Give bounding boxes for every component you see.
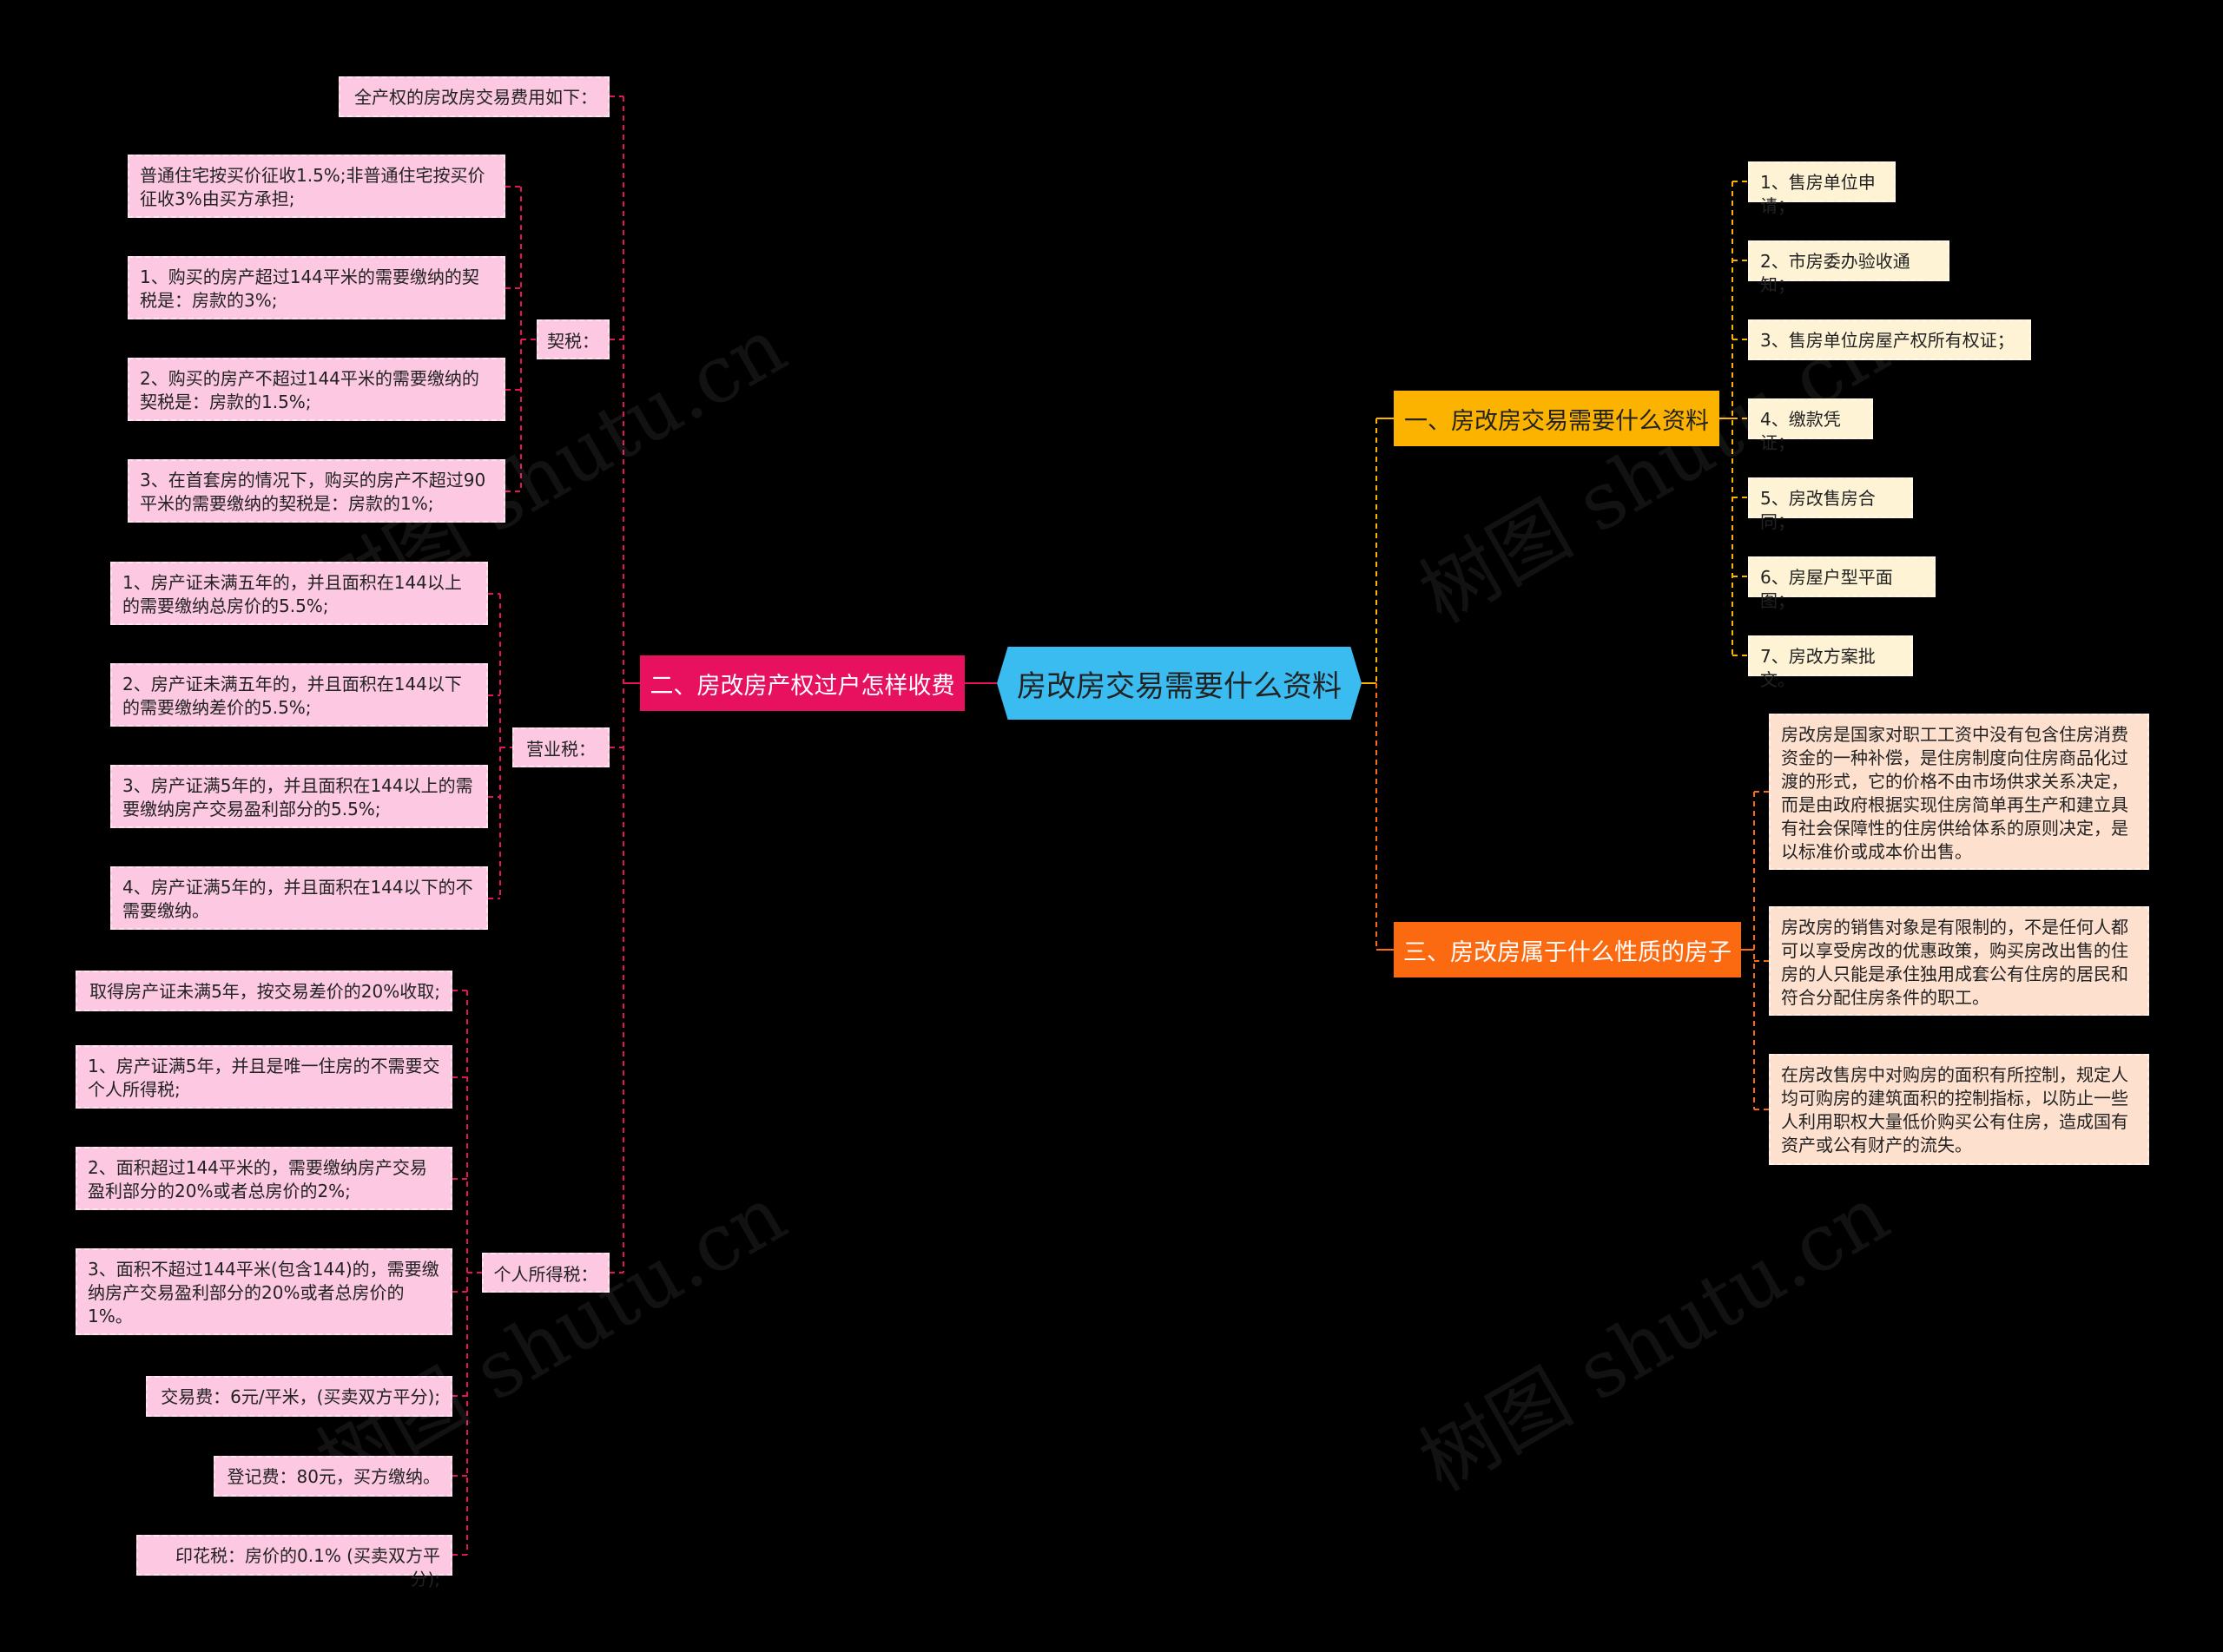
list-item[interactable]: 3、房产证满5年的，并且面积在144以上的需要缴纳房产交易盈利部分的5.5%;: [110, 765, 488, 828]
list-item[interactable]: 4、缴款凭证；: [1748, 398, 1873, 453]
deed-tax-node[interactable]: 契税：: [537, 319, 610, 359]
list-item[interactable]: 登记费：80元，买方缴纳。: [214, 1456, 452, 1497]
fee-intro[interactable]: 全产权的房改房交易费用如下：: [339, 76, 610, 117]
description-note[interactable]: 房改房是国家对职工工资中没有包含住房消费资金的一种补偿，是住房制度向住房商品化过…: [1769, 714, 2149, 870]
list-item[interactable]: 5、房改售房合同；: [1748, 477, 1913, 532]
branch-transfer-fees[interactable]: 二、房改房产权过户怎样收费: [640, 655, 965, 711]
list-item[interactable]: 印花税：房价的0.1% (买卖双方平分);: [136, 1535, 452, 1589]
business-tax-node[interactable]: 营业税：: [512, 727, 610, 767]
branch-property-nature[interactable]: 三、房改房属于什么性质的房子: [1394, 922, 1741, 977]
list-item[interactable]: 2、面积超过144平米的，需要缴纳房产交易盈利部分的20%或者总房价的2%;: [76, 1147, 452, 1210]
description-note[interactable]: 房改房的销售对象是有限制的，不是任何人都可以享受房改的优惠政策，购买房改出售的住…: [1769, 906, 2149, 1016]
center-topic[interactable]: 房改房交易需要什么资料: [997, 647, 1362, 720]
income-tax-node[interactable]: 个人所得税：: [482, 1253, 610, 1293]
list-item[interactable]: 取得房产证未满5年，按交易差价的20%收取;: [76, 971, 452, 1011]
list-item[interactable]: 4、房产证满5年的，并且面积在144以下的不需要缴纳。: [110, 866, 488, 930]
list-item[interactable]: 1、售房单位申请；: [1748, 161, 1896, 216]
list-item[interactable]: 普通住宅按买价征收1.5%;非普通住宅按买价征收3%由买方承担;: [128, 155, 505, 218]
list-item[interactable]: 2、房产证未满五年的，并且面积在144以下的需要缴纳差价的5.5%;: [110, 663, 488, 727]
list-item[interactable]: 3、售房单位房屋产权所有权证；: [1748, 319, 2031, 360]
description-note[interactable]: 在房改售房中对购房的面积有所控制，规定人均可购房的建筑面积的控制指标，以防止一些…: [1769, 1054, 2149, 1165]
list-item[interactable]: 3、在首套房的情况下，购买的房产不超过90平米的需要缴纳的契税是：房款的1%;: [128, 459, 505, 523]
list-item[interactable]: 7、房改方案批文。: [1748, 635, 1913, 690]
list-item[interactable]: 1、购买的房产超过144平米的需要缴纳的契税是：房款的3%;: [128, 256, 505, 319]
list-item[interactable]: 6、房屋户型平面图；: [1748, 556, 1936, 611]
list-item[interactable]: 交易费：6元/平米，(买卖双方平分);: [146, 1376, 452, 1417]
branch-materials[interactable]: 一、房改房交易需要什么资料: [1394, 391, 1719, 446]
list-item[interactable]: 3、面积不超过144平米(包含144)的，需要缴纳房产交易盈利部分的20%或者总…: [76, 1248, 452, 1335]
list-item[interactable]: 1、房产证满5年，并且是唯一住房的不需要交个人所得税;: [76, 1045, 452, 1109]
list-item[interactable]: 2、市房委办验收通知；: [1748, 240, 1949, 295]
list-item[interactable]: 2、购买的房产不超过144平米的需要缴纳的契税是：房款的1.5%;: [128, 358, 505, 421]
list-item[interactable]: 1、房产证未满五年的，并且面积在144以上的需要缴纳总房价的5.5%;: [110, 562, 488, 625]
